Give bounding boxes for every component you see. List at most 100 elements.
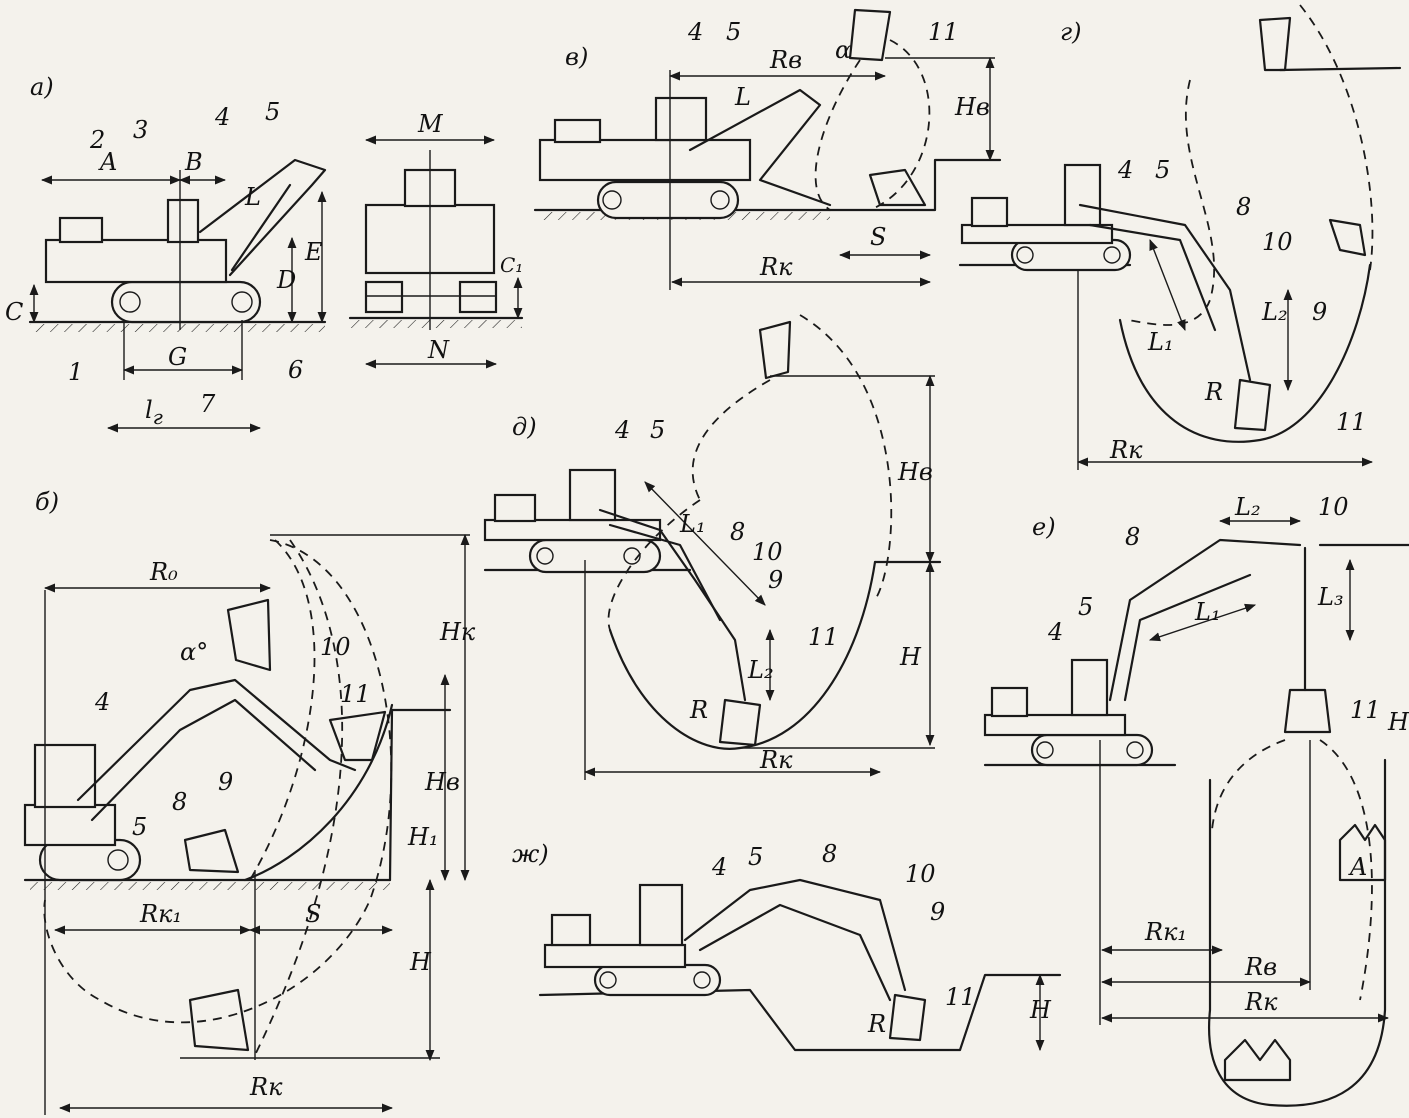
- dim-Hk-label: Hк: [440, 618, 476, 646]
- dim-L1-e-label: L₁: [1195, 598, 1221, 626]
- dim-L-v-label: L: [735, 83, 751, 111]
- part-9-zh-label: 9: [930, 898, 946, 926]
- part-11-b-label: 11: [340, 680, 371, 708]
- dim-L2-d-label: L₂: [748, 656, 774, 684]
- dim-L1-d-label: L₁: [680, 510, 706, 538]
- panel-a-label: а): [30, 73, 54, 101]
- part-5-v-label: 5: [726, 18, 742, 46]
- part-9-d-label: 9: [768, 566, 784, 594]
- part-4-v-label: 4: [688, 18, 704, 46]
- part-11-g-label: 11: [1336, 408, 1367, 436]
- dim-R-zh-label: R: [868, 1010, 887, 1038]
- dim-Rk1-e-label: Rк₁: [1145, 918, 1188, 946]
- dim-Rk-b-label: Rк: [250, 1073, 283, 1101]
- dim-S-b-label: S: [305, 900, 322, 928]
- part-10-zh-label: 10: [905, 860, 936, 888]
- dim-Hv-d-label: Hв: [898, 458, 933, 486]
- dim-H-b-label: H: [410, 948, 431, 976]
- part-8-b-label: 8: [172, 788, 188, 816]
- part-5-e-label: 5: [1078, 593, 1094, 621]
- dim-E-label: E: [305, 238, 323, 266]
- dim-R-d-label: R: [690, 696, 709, 724]
- part-2-label: 2: [90, 126, 106, 154]
- dim-lg-text: l: [145, 396, 153, 424]
- part-5-label: 5: [265, 98, 281, 126]
- panel-g-backhoe: [958, 4, 1402, 470]
- panel-b-front-shovel: [23, 533, 470, 1115]
- part-10-b-label: 10: [320, 633, 351, 661]
- dim-L1-g-label: L₁: [1148, 328, 1174, 356]
- part-7-label: 7: [200, 390, 216, 418]
- dim-L2-g-label: L₂: [1262, 298, 1288, 326]
- part-8-d-label: 8: [730, 518, 746, 546]
- panel-zh-label: ж): [512, 840, 549, 868]
- dim-L3-e-label: L₃: [1318, 583, 1344, 611]
- part-6-label: 6: [288, 356, 304, 384]
- part-4-b-label: 4: [95, 688, 111, 716]
- part-9-g-label: 9: [1312, 298, 1328, 326]
- dim-Rk-d-label: Rк: [760, 746, 793, 774]
- dim-Rv-e-label: Rв: [1245, 953, 1278, 981]
- dim-L2-e-label: L₂: [1235, 493, 1261, 521]
- dim-B-label: B: [185, 148, 203, 176]
- dim-Hv-b-label: Hв: [425, 768, 460, 796]
- part-5-b-label: 5: [132, 813, 148, 841]
- dim-C1-label: C₁: [500, 253, 524, 277]
- part-8-g-label: 8: [1236, 193, 1252, 221]
- panel-d-backhoe-deep: [483, 314, 942, 780]
- part-10-e-label: 10: [1318, 493, 1349, 521]
- part-4-g-label: 4: [1118, 156, 1134, 184]
- part-8-zh-label: 8: [822, 840, 838, 868]
- dim-N-label: N: [428, 336, 449, 364]
- panel-d-label: д): [512, 413, 537, 441]
- part-3-label: 3: [133, 116, 149, 144]
- panel-a-side-view: [28, 158, 327, 433]
- part-11-e-label: 11: [1350, 696, 1381, 724]
- dim-H-zh-label: H: [1030, 996, 1051, 1024]
- dim-R-g-label: R: [1205, 378, 1224, 406]
- dim-lg-label: lг: [145, 398, 163, 427]
- panel-g-label: г): [1060, 18, 1082, 46]
- dim-alpha-b-label: α°: [180, 638, 209, 666]
- dim-G-label: G: [168, 343, 188, 371]
- dim-Rk-g-label: Rк: [1110, 436, 1143, 464]
- part-5-g-label: 5: [1155, 156, 1171, 184]
- dim-C-label: C: [5, 298, 24, 326]
- panel-v-label: в): [565, 43, 589, 71]
- part-5-zh-label: 5: [748, 843, 764, 871]
- panel-zh-trench: [538, 878, 1062, 1052]
- dim-H-e-label: H: [1388, 708, 1409, 736]
- dim-Rk1-b-label: Rк₁: [140, 900, 183, 928]
- part-11-v-label: 11: [928, 18, 959, 46]
- part-11-zh-label: 11: [945, 983, 976, 1011]
- panel-e-clamshell: [983, 516, 1409, 1107]
- part-10-d-label: 10: [752, 538, 783, 566]
- part-5-d-label: 5: [650, 416, 666, 444]
- dim-L-label: L: [245, 183, 261, 211]
- part-8-e-label: 8: [1125, 523, 1141, 551]
- dim-D-label: D: [277, 266, 297, 294]
- part-4-d-label: 4: [615, 416, 631, 444]
- dim-A-e-label: A: [1350, 853, 1368, 881]
- part-4-label: 4: [215, 103, 231, 131]
- panel-e-label: е): [1032, 513, 1056, 541]
- part-11-d-label: 11: [808, 623, 839, 651]
- panel-v-loader: [533, 8, 1002, 290]
- dim-Rk-e-label: Rк: [1245, 988, 1278, 1016]
- part-1-label: 1: [68, 358, 84, 386]
- part-9-b-label: 9: [218, 768, 234, 796]
- dim-Hv-v-label: Hв: [955, 93, 990, 121]
- dim-H-d-label: H: [900, 643, 921, 671]
- part-4-e-label: 4: [1048, 618, 1064, 646]
- dim-Rv-label: Rв: [770, 46, 803, 74]
- panel-b-label: б): [35, 488, 60, 516]
- dim-H1-label: H₁: [408, 823, 439, 851]
- part-4-zh-label: 4: [712, 853, 728, 881]
- part-10-g-label: 10: [1262, 228, 1293, 256]
- dim-alpha-v-label: α: [835, 36, 852, 64]
- dim-S-v-label: S: [870, 223, 887, 251]
- dim-M-label: M: [418, 110, 443, 138]
- panel-a-front-view: [348, 135, 524, 369]
- dim-R0-label: R₀: [150, 558, 178, 586]
